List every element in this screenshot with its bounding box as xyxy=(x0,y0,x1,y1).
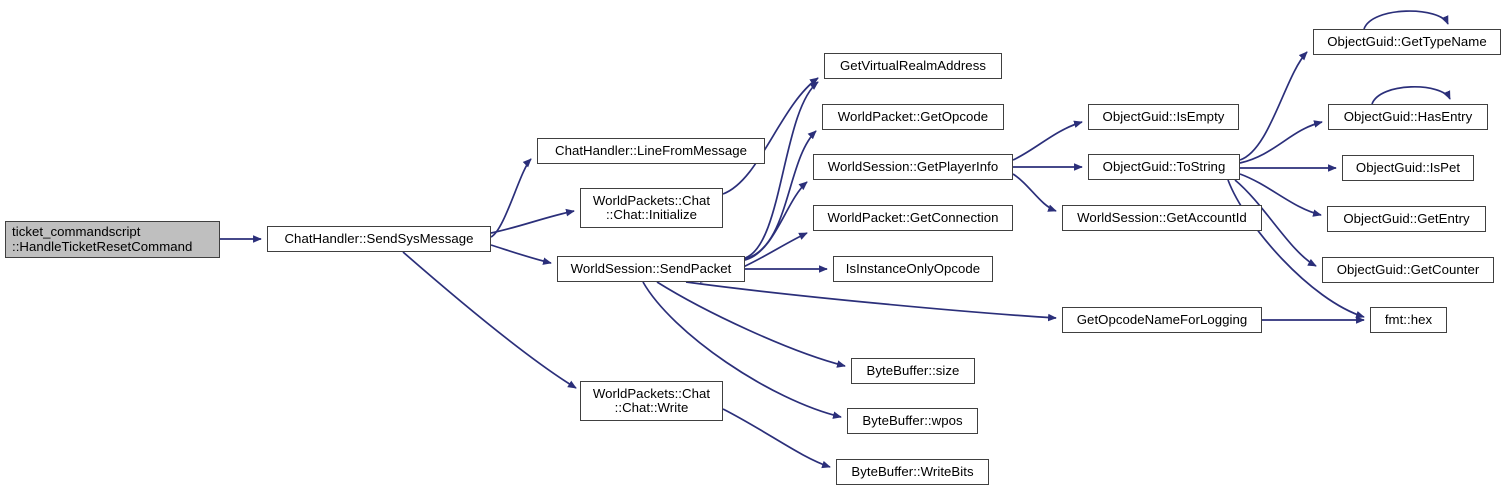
edge-sendsysmessage-to-linefrommessage xyxy=(490,158,532,238)
node-hasentry[interactable]: ObjectGuid::HasEntry xyxy=(1328,104,1488,130)
node-sendsysmessage[interactable]: ChatHandler::SendSysMessage xyxy=(267,226,491,252)
node-getentry[interactable]: ObjectGuid::GetEntry xyxy=(1327,206,1486,232)
node-bytebuffersize[interactable]: ByteBuffer::size xyxy=(851,358,975,384)
node-gettypename[interactable]: ObjectGuid::GetTypeName xyxy=(1313,29,1501,55)
edge-tostring-to-gettypename xyxy=(1239,51,1308,161)
edge-chatwrite-to-bytebufferwrite xyxy=(722,408,831,469)
edge-tostring-to-getentry xyxy=(1239,173,1322,217)
node-fmthex[interactable]: fmt::hex xyxy=(1370,307,1447,333)
node-root[interactable]: ticket_commandscript ::HandleTicketReset… xyxy=(5,221,220,258)
node-getcounter[interactable]: ObjectGuid::GetCounter xyxy=(1322,257,1494,283)
node-isinstanceonly[interactable]: IsInstanceOnlyOpcode xyxy=(833,256,993,282)
edge-gettypename-self-loop xyxy=(1363,10,1449,30)
node-getvirtualrealm[interactable]: GetVirtualRealmAddress xyxy=(824,53,1002,79)
edge-sendpacket-to-bytebufferwpos xyxy=(642,281,842,419)
edge-sendpacket-to-getvirtualrealm xyxy=(744,81,819,259)
node-getopcodename[interactable]: GetOpcodeNameForLogging xyxy=(1062,307,1262,333)
edge-tostring-to-hasentry xyxy=(1239,120,1323,164)
node-getconnection[interactable]: WorldPacket::GetConnection xyxy=(813,205,1013,231)
node-chatwrite[interactable]: WorldPackets::Chat ::Chat::Write xyxy=(580,381,723,421)
node-tostring[interactable]: ObjectGuid::ToString xyxy=(1088,154,1240,180)
edge-sendpacket-to-bytebuffersize xyxy=(656,281,846,368)
node-sendpacket[interactable]: WorldSession::SendPacket xyxy=(557,256,745,282)
edge-sendpacket-to-getopcodename xyxy=(685,281,1057,322)
edge-sendsysmessage-to-chatinitialize xyxy=(490,208,575,234)
node-linefrommessage[interactable]: ChatHandler::LineFromMessage xyxy=(537,138,765,164)
node-chatinitialize[interactable]: WorldPackets::Chat ::Chat::Initialize xyxy=(580,188,723,228)
node-getaccountid[interactable]: WorldSession::GetAccountId xyxy=(1062,205,1262,231)
edge-tostring-to-getcounter xyxy=(1234,179,1317,267)
edge-sendsysmessage-to-sendpacket xyxy=(490,244,552,265)
node-ispet[interactable]: ObjectGuid::IsPet xyxy=(1342,155,1474,181)
edge-getplayerinfo-to-getaccountid xyxy=(1012,173,1057,212)
edge-sendpacket-to-getplayerinfo xyxy=(744,181,808,261)
node-getopcode[interactable]: WorldPacket::GetOpcode xyxy=(822,104,1004,130)
edge-chatinitialize-to-getvirtualrealm xyxy=(722,77,819,195)
edge-getplayerinfo-to-isempty xyxy=(1012,120,1083,161)
node-getplayerinfo[interactable]: WorldSession::GetPlayerInfo xyxy=(813,154,1013,180)
edge-hasentry-self-loop xyxy=(1371,85,1451,105)
node-isempty[interactable]: ObjectGuid::IsEmpty xyxy=(1088,104,1239,130)
edge-tostring-to-fmthex xyxy=(1227,179,1365,319)
node-bytebufferwpos[interactable]: ByteBuffer::wpos xyxy=(847,408,978,434)
edge-sendsysmessage-to-chatwrite xyxy=(402,251,577,389)
node-bytebufferwrite[interactable]: ByteBuffer::WriteBits xyxy=(836,459,989,485)
